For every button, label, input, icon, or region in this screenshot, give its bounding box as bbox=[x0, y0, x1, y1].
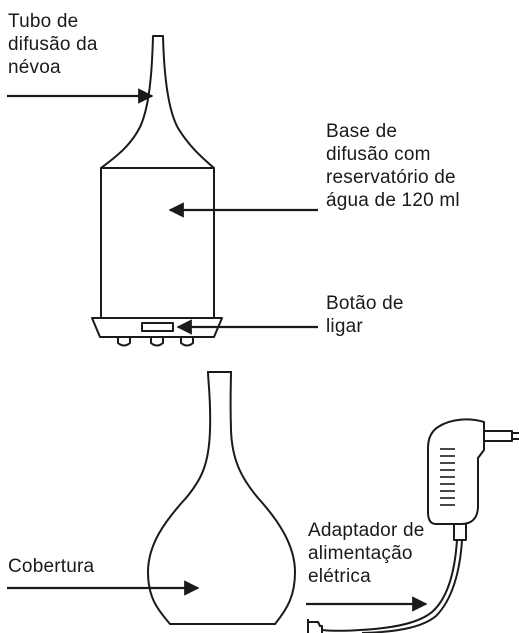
reservoir-body-drawing bbox=[100, 167, 215, 319]
power-button-drawing bbox=[141, 322, 174, 332]
feet-drawing bbox=[117, 337, 194, 347]
power-adapter-drawing bbox=[307, 418, 519, 633]
mist-tube-drawing bbox=[100, 35, 215, 169]
power-adapter-label: Adaptador de alimentação elétrica bbox=[308, 520, 425, 587]
mist-tube-label: Tubo de difusão da névoa bbox=[8, 11, 98, 78]
cover-drawing bbox=[146, 371, 297, 625]
diffuser-base-label: Base de difusão com reservatório de água… bbox=[326, 121, 460, 211]
power-button-label: Botão de ligar bbox=[326, 293, 404, 337]
callout-arrows bbox=[7, 88, 428, 612]
base-drawing bbox=[91, 317, 223, 338]
diffuser-assembled-drawing bbox=[91, 35, 223, 347]
cover-label: Cobertura bbox=[8, 556, 95, 577]
